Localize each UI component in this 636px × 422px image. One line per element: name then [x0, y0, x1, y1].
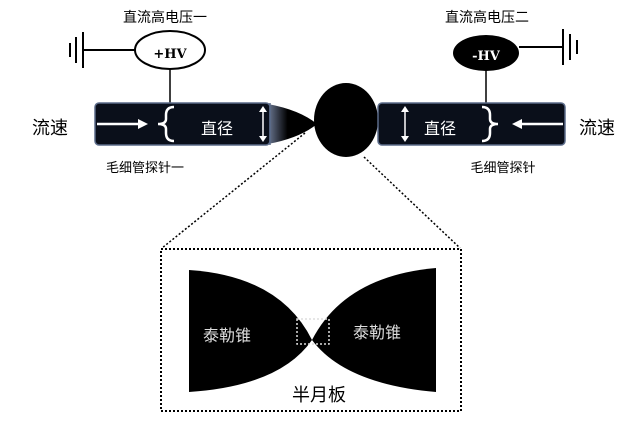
diameter-label-left: 直径 — [201, 119, 233, 138]
droplet — [314, 83, 378, 157]
taylor-cone-right — [312, 268, 436, 392]
hv-source-negative: -HV — [453, 35, 519, 71]
diameter-label-right: 直径 — [424, 119, 456, 138]
capillary-probe-right — [377, 102, 566, 146]
ground-icon-left — [69, 32, 135, 68]
hv-source-positive: +HV — [134, 30, 206, 70]
taylor-cone-left — [189, 270, 312, 392]
flow-label-right: 流速 — [579, 118, 615, 139]
inset-box — [160, 248, 462, 412]
probe-name-left: 毛细管探针一 — [106, 161, 184, 176]
capillary-probe-left — [94, 102, 317, 146]
hv1-title: 直流高电压一 — [123, 9, 207, 26]
hv2-label: -HV — [472, 49, 501, 64]
probe-name-right: 毛细管探针 — [470, 161, 535, 176]
flow-label-left: 流速 — [32, 118, 68, 139]
zoom-line-right — [363, 156, 461, 249]
brace-left — [157, 105, 175, 143]
meniscus-highlight — [296, 318, 330, 345]
hv1-label: +HV — [153, 47, 187, 62]
ground-icon-right — [519, 29, 578, 65]
meniscus-label: 半月板 — [292, 385, 346, 406]
zoom-line-left — [161, 132, 306, 249]
hv2-title: 直流高电压二 — [445, 9, 529, 26]
brace-right — [481, 105, 499, 143]
taylor-cone-label-left: 泰勒锥 — [203, 326, 251, 345]
taylor-cone-label-right: 泰勒锥 — [353, 323, 401, 342]
